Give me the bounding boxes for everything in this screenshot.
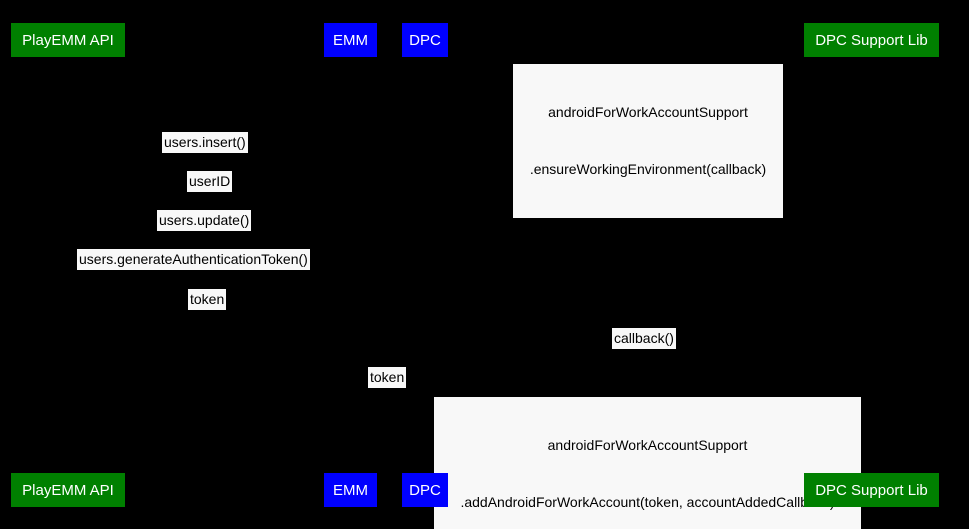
participant-footer-playemm[interactable]: PlayEMM API bbox=[11, 473, 125, 507]
message-label-user-id: userID bbox=[187, 171, 233, 192]
arrow-generate-authentication-token bbox=[67, 270, 350, 271]
arrow-token-to-emm bbox=[67, 310, 350, 311]
lifeline-dpc bbox=[424, 57, 425, 473]
participant-footer-dpc[interactable]: DPC bbox=[402, 473, 448, 507]
message-label-users-insert: users.insert() bbox=[162, 132, 248, 153]
message-line-1: androidForWorkAccountSupport bbox=[547, 437, 748, 453]
message-line-2: .addAndroidForWorkAccount(token, account… bbox=[460, 494, 835, 510]
message-label-users-update: users.update() bbox=[157, 210, 252, 231]
message-label-add-android-for-work-account: androidForWorkAccountSupport .addAndroid… bbox=[434, 397, 861, 529]
arrow-callback bbox=[424, 349, 871, 350]
arrow-users-insert bbox=[67, 153, 350, 154]
participant-header-dpc[interactable]: DPC bbox=[402, 23, 448, 57]
arrow-token-to-dpc bbox=[350, 388, 424, 389]
message-label-generate-authentication-token: users.generateAuthenticationToken() bbox=[77, 249, 310, 270]
participant-footer-emm[interactable]: EMM bbox=[324, 473, 377, 507]
message-label-ensure-working-environment: androidForWorkAccountSupport .ensureWork… bbox=[513, 64, 783, 218]
message-label-token-to-emm: token bbox=[188, 289, 227, 310]
arrow-users-update bbox=[67, 231, 350, 232]
lifeline-playemm bbox=[67, 57, 68, 473]
participant-header-emm[interactable]: EMM bbox=[324, 23, 377, 57]
lifeline-emm bbox=[350, 57, 351, 473]
message-line-1: androidForWorkAccountSupport bbox=[548, 104, 748, 120]
message-label-callback: callback() bbox=[612, 328, 676, 349]
arrow-user-id bbox=[67, 192, 350, 193]
message-label-token-to-dpc: token bbox=[368, 367, 407, 388]
participant-footer-dpcsupport[interactable]: DPC Support Lib bbox=[804, 473, 939, 507]
participant-header-playemm[interactable]: PlayEMM API bbox=[11, 23, 125, 57]
lifeline-dpcsupport bbox=[871, 57, 872, 473]
message-line-2: .ensureWorkingEnvironment(callback) bbox=[529, 161, 767, 177]
participant-header-dpcsupport[interactable]: DPC Support Lib bbox=[804, 23, 939, 57]
